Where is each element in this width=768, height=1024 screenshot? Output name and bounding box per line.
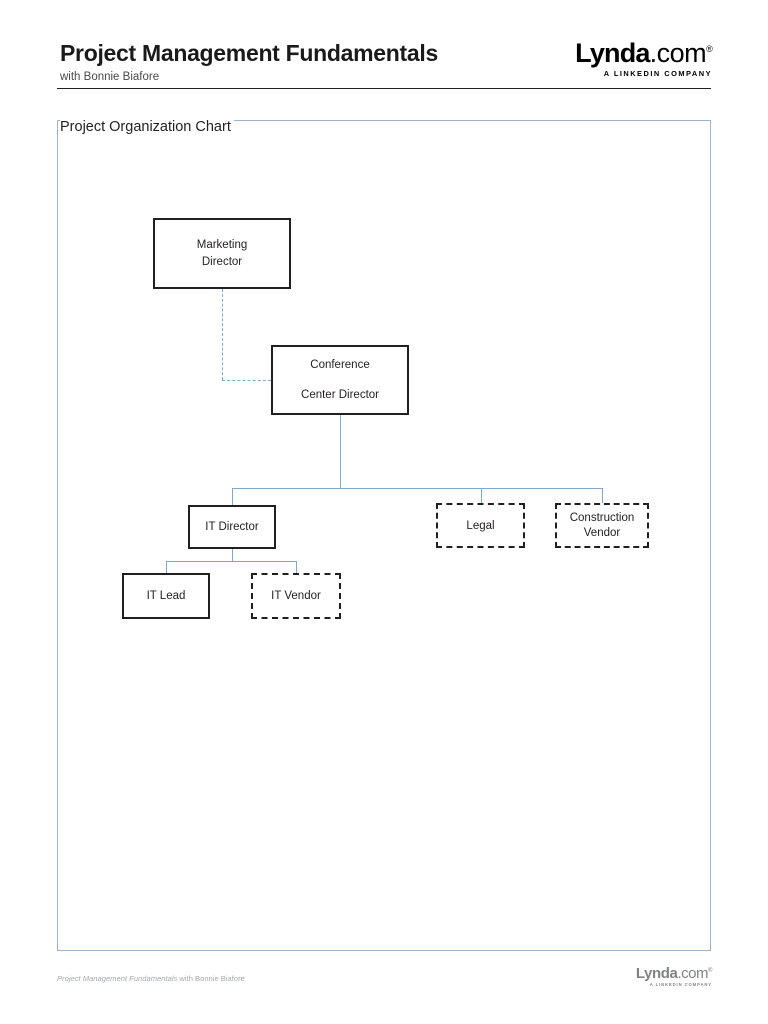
org-node-label-line: Conference <box>310 359 370 371</box>
connector-drop-construction-vendor <box>602 488 603 503</box>
footer-lynda-logo: Lynda.com® A LINKEDIN COMPANY <box>600 965 713 987</box>
connector-drop-it-lead <box>166 561 167 573</box>
lynda-logo-domain: .com <box>649 38 707 68</box>
slide-frame <box>57 120 711 951</box>
connector-it-director-stem <box>232 549 233 561</box>
footer-lynda-logo-brand: Lynda <box>635 965 678 982</box>
chart-title: Project Organization Chart <box>60 119 234 135</box>
connector-marketing-to-conference-vertical <box>222 289 223 380</box>
org-node-conference-center-director[interactable]: Conference Center Director <box>271 345 409 415</box>
lynda-logo-brand: Lynda <box>575 38 650 68</box>
org-node-label-line: Construction <box>569 511 635 524</box>
footer-lynda-logo-domain: .com <box>677 965 708 982</box>
footer-caption: Project Management Fundamentals with Bon… <box>57 974 245 983</box>
org-node-label-line: Vendor <box>583 526 621 539</box>
org-node-label-line: Legal <box>466 519 495 532</box>
lynda-logo-wordmark: Lynda.com® <box>540 38 713 68</box>
org-node-label-line: Marketing <box>196 238 248 251</box>
org-node-it-director[interactable]: IT Director <box>188 505 276 549</box>
org-node-legal[interactable]: Legal <box>436 503 525 548</box>
connector-marketing-to-conference-horizontal <box>222 380 271 381</box>
footer-lynda-logo-tagline: A LINKEDIN COMPANY <box>649 982 712 987</box>
footer-lynda-logo-wordmark: Lynda.com® <box>600 965 713 982</box>
header-divider <box>57 88 711 89</box>
org-node-it-vendor[interactable]: IT Vendor <box>251 573 341 619</box>
connector-it-director-bus <box>166 561 296 562</box>
connector-conference-bus <box>232 488 602 489</box>
org-node-construction-vendor[interactable]: Construction Vendor <box>555 503 649 548</box>
connector-drop-it-vendor <box>296 561 297 573</box>
footer-author: with Bonnie Biafore <box>177 974 245 983</box>
lynda-logo-tagline: A LINKEDIN COMPANY <box>603 69 712 78</box>
org-node-label-line: Director <box>201 255 243 268</box>
org-node-label-line: IT Director <box>205 521 259 533</box>
footer-course-title: Project Management Fundamentals <box>57 974 178 983</box>
org-node-label-line: IT Vendor <box>271 590 321 602</box>
org-node-label-line: Center Director <box>301 389 379 401</box>
registered-mark-icon: ® <box>706 44 713 54</box>
page-subtitle: with Bonnie Biafore <box>60 71 160 83</box>
connector-drop-legal <box>481 488 482 503</box>
connector-conference-stem <box>340 415 341 488</box>
lynda-logo: Lynda.com® A LINKEDIN COMPANY <box>540 38 713 78</box>
connector-drop-it-director <box>232 488 233 505</box>
org-node-it-lead[interactable]: IT Lead <box>122 573 210 619</box>
org-node-label-line: IT Lead <box>146 590 186 602</box>
page-title: Project Management Fundamentals <box>60 40 438 66</box>
org-node-marketing-director[interactable]: Marketing Director <box>153 218 291 289</box>
footer-registered-mark-icon: ® <box>707 968 712 974</box>
